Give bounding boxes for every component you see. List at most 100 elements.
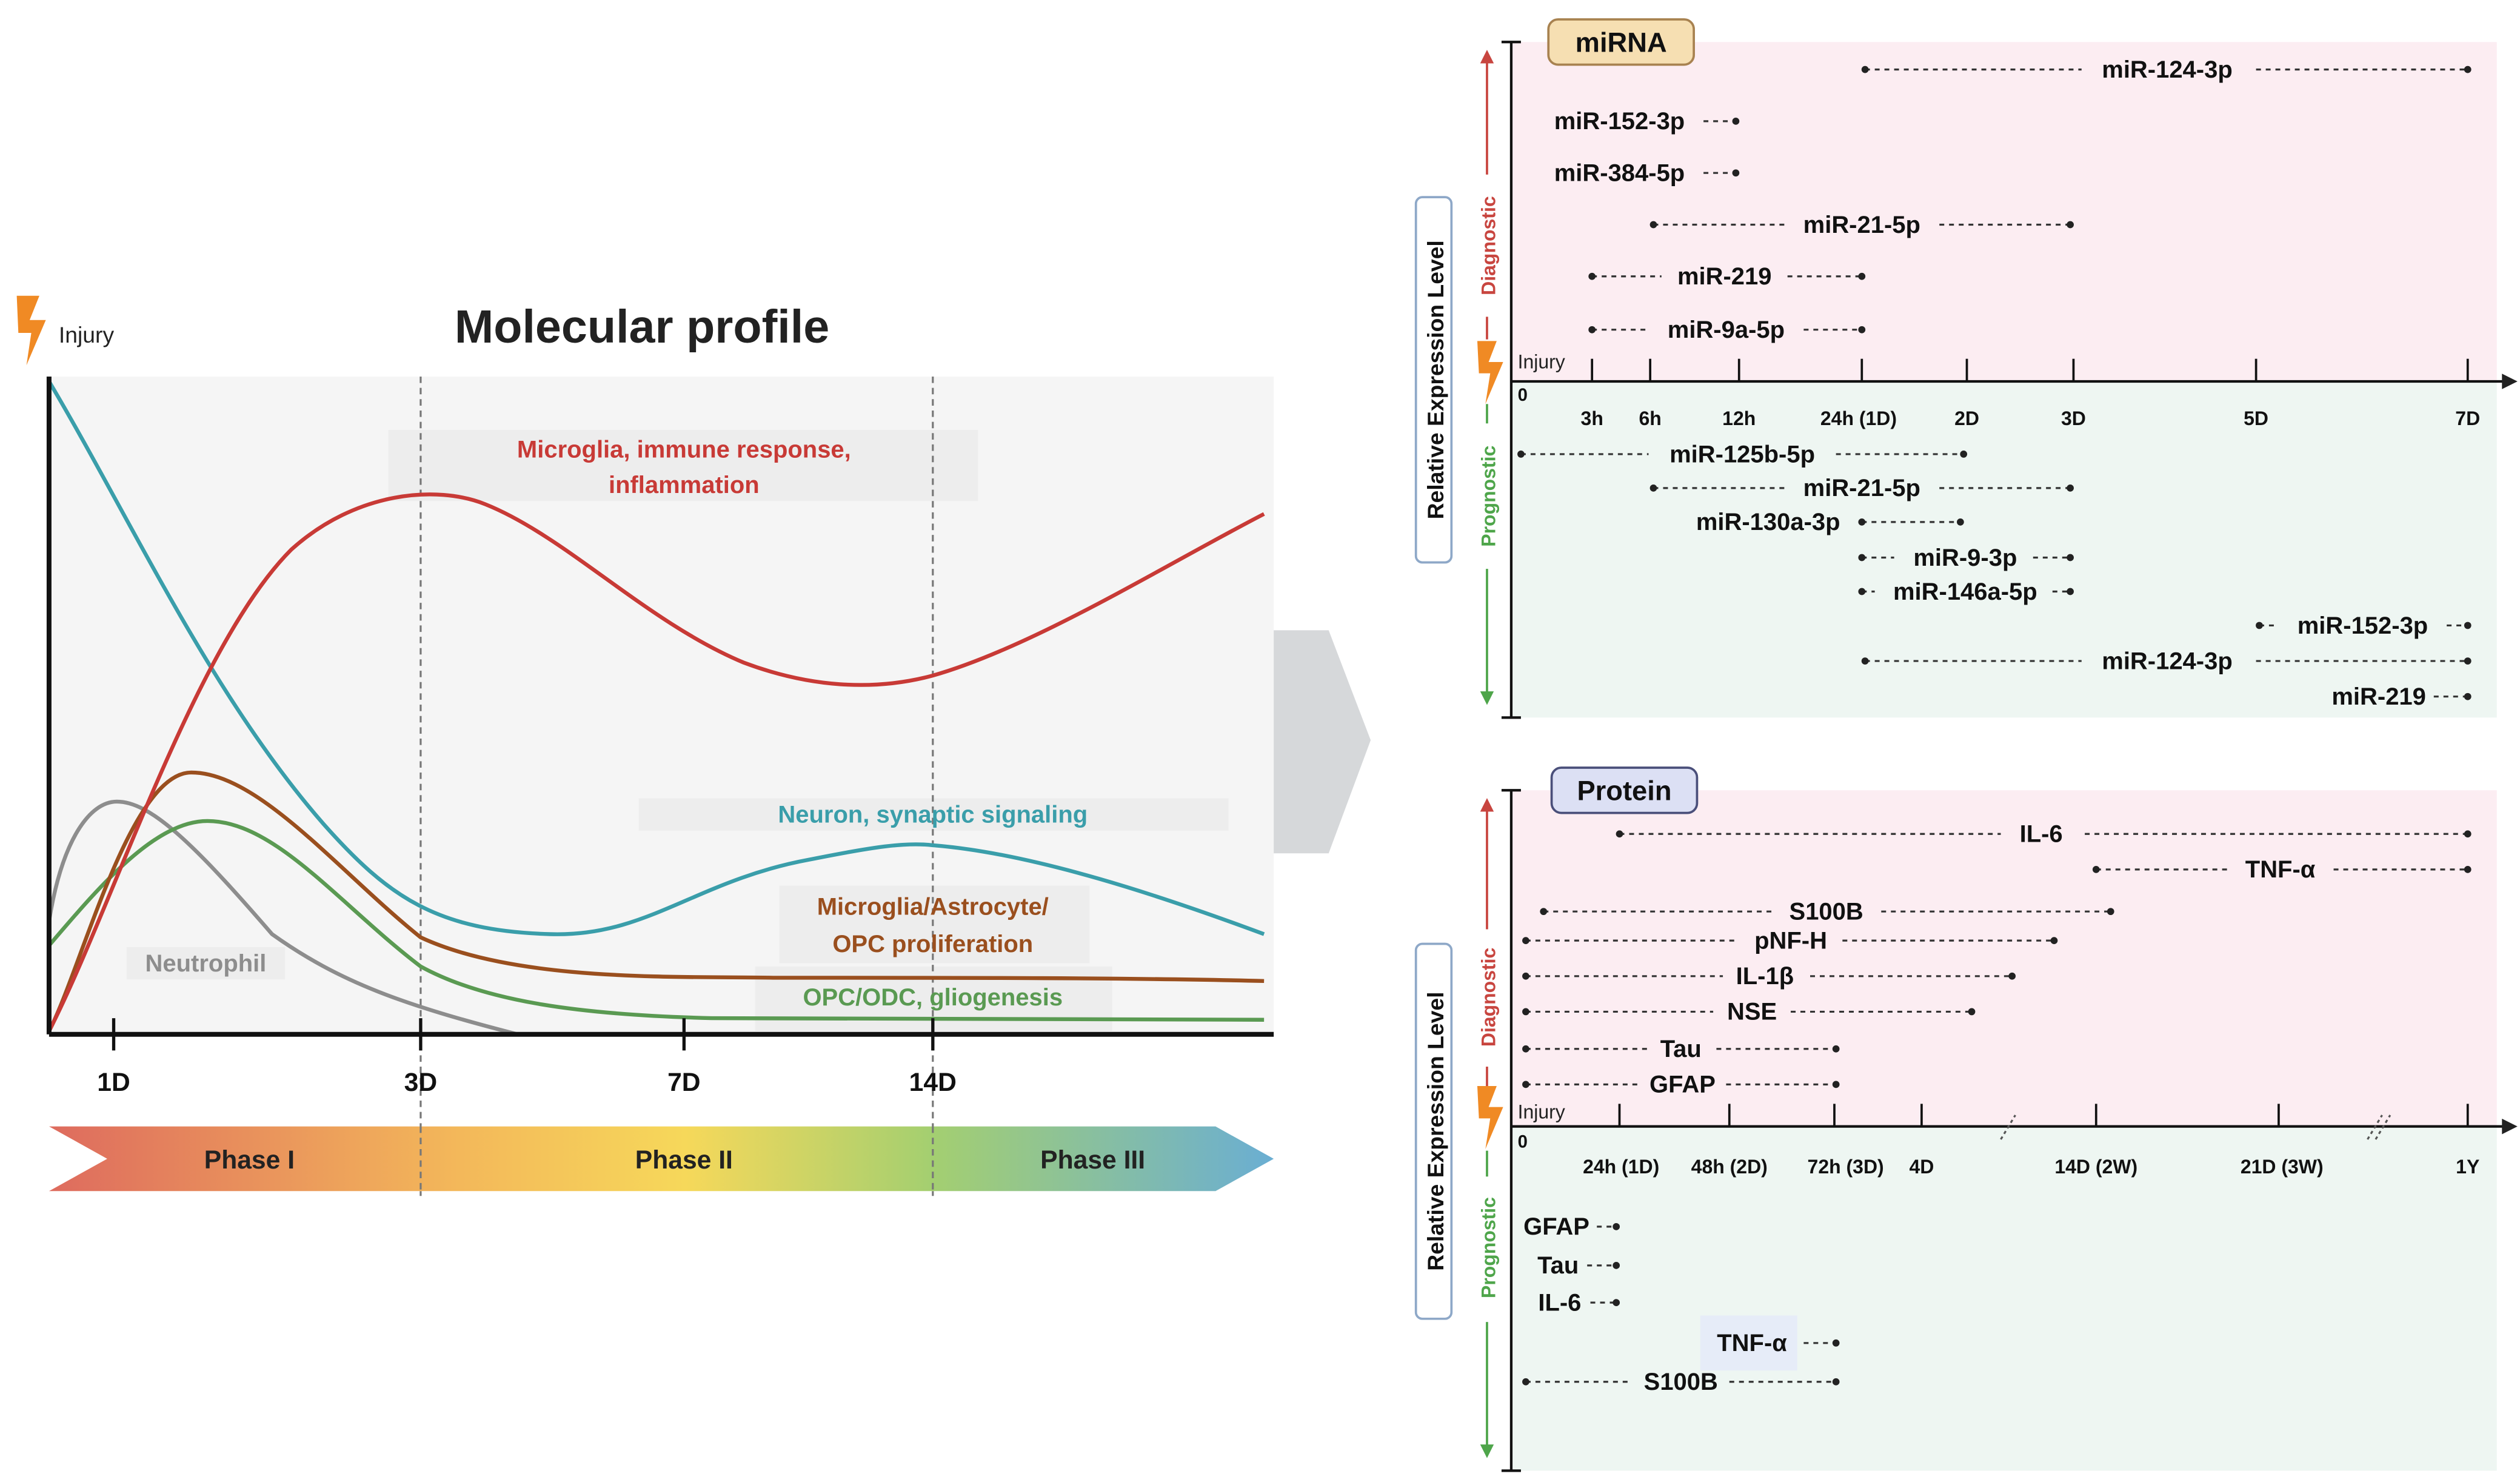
label-microglia-astrocyte: Microglia/Astrocyte/ [817, 894, 1049, 920]
mirna-prog-130a: miR-130a-3p [1696, 509, 1840, 535]
mirna-prog-dot [1960, 451, 1968, 458]
mirna-prog-dot [2067, 588, 2074, 595]
mirna-y-label: Relative Expression Level [1423, 240, 1448, 519]
mirna-prog-dot [1861, 657, 1869, 665]
protein-tick-label-1y: 1Y [2456, 1156, 2479, 1178]
mirna-diag-dot [1861, 65, 1869, 73]
protein-diag-dot [1540, 908, 1548, 916]
mirna-prog-dot [1957, 518, 1964, 526]
protein-diag-dot [1522, 937, 1529, 945]
curve-neuron [47, 380, 1265, 936]
protein-diag-dot [2464, 830, 2472, 838]
protein-zero-label: 0 [1518, 1132, 1528, 1152]
mirna-prog-dot [1517, 451, 1525, 458]
mirna-diag-dot [1858, 326, 1866, 334]
protein-diag-tnf: TNF-α [2245, 856, 2316, 883]
mirna-diag-dot [1858, 272, 1866, 280]
protein-diag-dot [1832, 1081, 1840, 1088]
label-opc-proliferation: OPC proliferation [832, 931, 1033, 957]
protein-tick-label-14d: 14D (2W) [2054, 1156, 2137, 1178]
mirna-prog-dot [1858, 518, 1866, 526]
protein-diag-il6: IL-6 [2020, 821, 2063, 848]
mirna-diag-dot [1732, 169, 1740, 177]
protein-prog-dot [1613, 1223, 1620, 1230]
label-inflammation: inflammation [609, 472, 760, 498]
axis-break-1 [2000, 1115, 2016, 1140]
mirna-diagnostic-label: Diagnostic [1477, 196, 1499, 295]
protein-prog-dot [1832, 1378, 1840, 1386]
mirna-prog-dot [2067, 554, 2074, 562]
protein-prog-tnf: TNF-α [1717, 1330, 1787, 1356]
mirna-time-ticks [1591, 358, 2469, 381]
label-box-teal [638, 798, 1229, 831]
phase-3-label: Phase III [1040, 1145, 1145, 1175]
protein-diag-dot [2092, 866, 2100, 873]
curve-microglia-immune [47, 492, 1265, 1032]
mirna-diag-dot [1649, 221, 1657, 229]
protein-diagnostic-label: Diagnostic [1477, 948, 1499, 1047]
curve-neutrophil [47, 799, 518, 1036]
protein-prognostic-label: Prognostic [1477, 1197, 1499, 1298]
mirna-diagnostic-zone [1511, 42, 2497, 381]
protein-tick-label-72h: 72h (3D) [1808, 1156, 1884, 1178]
mirna-y-label-box [1414, 196, 1453, 564]
protein-y-label: Relative Expression Level [1423, 992, 1448, 1271]
protein-diag-dot [2008, 972, 2016, 980]
injury-label: Injury [59, 322, 115, 347]
label-neuron: Neuron, synaptic signaling [778, 802, 1088, 828]
mirna-panel: miRNA Relative Expression Level Diagnost… [1414, 18, 2518, 719]
protein-badge [1550, 766, 1699, 814]
protein-time-ticks [1618, 1104, 2469, 1127]
protein-diagnostic-zone [1511, 790, 2497, 1127]
protein-diag-dot [1522, 972, 1529, 980]
phase-2-label: Phase II [635, 1145, 733, 1175]
mirna-prog-146a: miR-146a-5p [1893, 578, 2037, 605]
mirna-diag-dot [1588, 272, 1596, 280]
protein-panel: Protein Relative Expression Level Diagno… [1414, 766, 2518, 1472]
protein-diag-dot [2107, 908, 2114, 916]
protein-diag-dot [1522, 1045, 1529, 1053]
mirna-prog-dot [2067, 485, 2074, 492]
x-tick-label-7d: 7D [667, 1068, 701, 1097]
mirna-prog-152: miR-152-3p [2298, 612, 2428, 639]
page-title: Molecular profile [455, 301, 829, 353]
mirna-prog-dot [1649, 485, 1657, 492]
protein-lightning-icon [1477, 1086, 1503, 1149]
phase-1-label: Phase I [204, 1145, 295, 1175]
protein-prog-tau: Tau [1537, 1252, 1579, 1279]
x-tick-label-14d: 14D [909, 1068, 957, 1097]
mirna-badge-text: miRNA [1576, 27, 1667, 58]
protein-injury-label: Injury [1518, 1101, 1565, 1122]
mirna-diag-152: miR-152-3p [1554, 108, 1685, 135]
mirna-injury-label: Injury [1518, 351, 1565, 373]
mirna-badge [1547, 18, 1695, 66]
left-panel: Injury Molecular profile Microglia, immu… [16, 295, 1274, 1196]
mirna-tick-label-6h: 6h [1639, 407, 1661, 429]
axis-break-line [2375, 1115, 2391, 1140]
protein-diag-gfap: GFAP [1649, 1071, 1716, 1098]
protein-prog-gfap: GFAP [1523, 1213, 1589, 1240]
phase-ribbon [48, 1126, 1274, 1192]
protein-diag-nse: NSE [1727, 999, 1777, 1025]
protein-diag-dot [2464, 866, 2472, 873]
mirna-prog-dot [2464, 692, 2472, 700]
mirna-prog-219: miR-219 [2331, 683, 2426, 710]
x-tick-label-3d: 3D [404, 1068, 438, 1097]
protein-prognostic-zone [1511, 1126, 2497, 1471]
mirna-diag-dot [1588, 326, 1596, 334]
protein-diag-dot [1968, 1008, 1976, 1016]
protein-diag-pnfh: pNF-H [1754, 927, 1827, 954]
mirna-diag-9a: miR-9a-5p [1668, 317, 1785, 343]
protein-tick-label-24h: 24h (1D) [1583, 1156, 1659, 1178]
protein-badge-text: Protein [1577, 775, 1671, 806]
mirna-prog-124: miR-124-3p [2102, 648, 2232, 674]
mirna-prognostic-label: Prognostic [1477, 446, 1499, 547]
protein-tick-label-48h: 48h (2D) [1691, 1156, 1768, 1178]
protein-diag-tau: Tau [1660, 1036, 1702, 1062]
mirna-prog-dot [2464, 657, 2472, 665]
mirna-tick-label-24h: 24h (1D) [1820, 407, 1897, 429]
mirna-lightning-icon [1477, 341, 1503, 404]
mirna-tick-label-3h: 3h [1581, 407, 1603, 429]
protein-prog-il6: IL-6 [1538, 1289, 1581, 1316]
